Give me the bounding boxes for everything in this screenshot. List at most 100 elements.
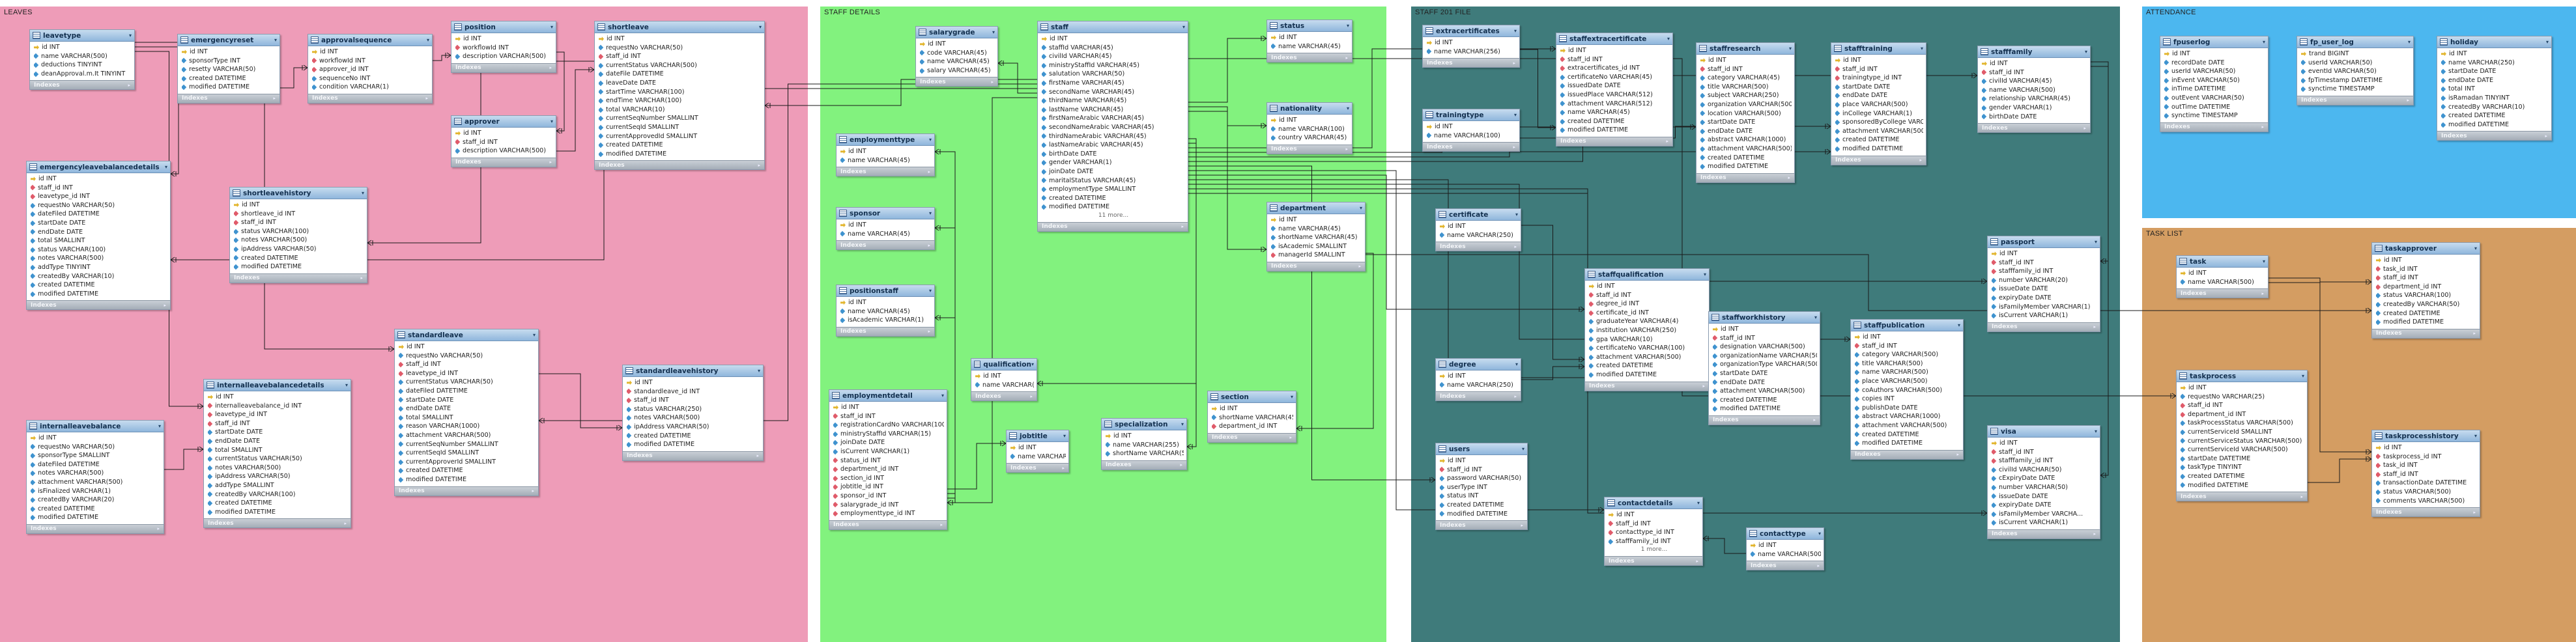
column-row[interactable]: created DATETIME	[1440, 501, 1524, 510]
column-row[interactable]: task_id INT	[2376, 265, 2477, 274]
table-header[interactable]: sponsor▾	[837, 208, 934, 219]
indexes-footer[interactable]: Indexes▸	[308, 93, 432, 103]
column-row[interactable]: created DATETIME	[1700, 154, 1792, 163]
column-row[interactable]: id INT	[1010, 443, 1066, 453]
table-header[interactable]: standardleave▾	[395, 329, 538, 341]
column-row[interactable]: relationship VARCHAR(45)	[1982, 94, 2087, 104]
chevron-down-icon[interactable]: ▾	[532, 332, 536, 338]
column-row[interactable]: name VARCHAR(500)	[1855, 368, 1960, 377]
column-row[interactable]: notes VARCHAR(500)	[234, 236, 364, 245]
chevron-right-icon[interactable]: ▸	[1817, 563, 1820, 568]
chevron-down-icon[interactable]: ▾	[1521, 446, 1524, 452]
chevron-right-icon[interactable]: ▸	[2473, 331, 2476, 337]
column-row[interactable]: modified DATETIME	[2441, 120, 2549, 130]
column-row[interactable]: addType TINYINT	[31, 263, 167, 272]
chevron-right-icon[interactable]: ▸	[2300, 494, 2303, 499]
chevron-down-icon[interactable]: ▾	[992, 29, 995, 35]
column-row[interactable]: contacttype_id INT	[1609, 528, 1700, 537]
column-row[interactable]: name VARCHAR(500)	[2181, 278, 2265, 287]
table-header[interactable]: internalleavebalancedetails▾	[204, 380, 351, 391]
column-row[interactable]: created DATETIME	[1713, 396, 1817, 405]
column-row[interactable]: requestNo VARCHAR(25)	[2181, 393, 2304, 402]
indexes-footer[interactable]: Indexes▸	[1038, 221, 1188, 231]
indexes-footer[interactable]: Indexes▸	[837, 240, 934, 250]
indexes-footer[interactable]: Indexes▸	[230, 273, 367, 283]
column-row[interactable]: name VARCHAR(45)	[840, 230, 932, 239]
column-row[interactable]: userId VARCHAR(50)	[2301, 59, 2411, 68]
column-row[interactable]: gender VARCHAR(1)	[1982, 104, 2087, 113]
column-row[interactable]: status VARCHAR(250)	[627, 405, 760, 414]
indexes-footer[interactable]: Indexes▸	[1423, 142, 1519, 152]
chevron-right-icon[interactable]: ▸	[2407, 98, 2409, 104]
column-row[interactable]: startDate DATE	[2441, 67, 2549, 76]
column-row[interactable]: modified DATETIME	[1855, 439, 1960, 448]
column-row[interactable]: category VARCHAR(45)	[1700, 74, 1792, 83]
column-row[interactable]: organization VARCHAR(500)	[1700, 100, 1792, 109]
column-row[interactable]: notes VARCHAR(500)	[627, 413, 760, 423]
column-row[interactable]: secondName VARCHAR(45)	[1042, 88, 1185, 97]
column-row[interactable]: id INT	[1440, 372, 1518, 381]
column-row[interactable]: department_id INT	[1212, 422, 1293, 431]
column-row[interactable]: organizationName VARCHAR(500)	[1713, 352, 1817, 361]
chevron-down-icon[interactable]: ▾	[1515, 361, 1518, 367]
chevron-right-icon[interactable]: ▸	[1181, 224, 1184, 230]
chevron-right-icon[interactable]: ▸	[549, 160, 552, 165]
column-row[interactable]: total SMALLINT	[208, 446, 348, 455]
column-row[interactable]: description VARCHAR(500)	[455, 52, 553, 61]
column-row[interactable]: id INT	[1609, 510, 1700, 520]
column-row[interactable]: notes VARCHAR(500)	[31, 469, 161, 478]
column-row[interactable]: taskProcessStatus VARCHAR(500)	[2181, 419, 2304, 428]
column-row[interactable]: place VARCHAR(500)	[1835, 100, 1923, 109]
column-row[interactable]: civilId VARCHAR(45)	[1042, 52, 1185, 61]
column-row[interactable]: salary VARCHAR(45)	[920, 66, 995, 76]
column-row[interactable]: civilId VARCHAR(45)	[1982, 77, 2087, 86]
chevron-down-icon[interactable]: ▾	[550, 119, 553, 124]
column-row[interactable]: currentApproverId SMALLINT	[399, 458, 536, 467]
chevron-down-icon[interactable]: ▾	[128, 33, 132, 38]
column-row[interactable]: shortName VARCHAR(45)	[1212, 413, 1293, 423]
chevron-down-icon[interactable]: ▾	[1513, 112, 1517, 118]
column-row[interactable]: staff_id INT	[208, 419, 348, 428]
chevron-down-icon[interactable]: ▾	[1359, 205, 1362, 211]
column-row[interactable]: id INT	[920, 40, 995, 49]
column-row[interactable]: endDate DATE	[399, 404, 536, 413]
column-row[interactable]: currentServiceId VARCHAR(500)	[2181, 445, 2304, 454]
column-row[interactable]: id INT	[1106, 432, 1184, 441]
column-row[interactable]: graduateYear VARCHAR(4)	[1589, 317, 1706, 326]
column-row[interactable]: attachment VARCHAR(500)	[399, 431, 536, 440]
indexes-footer[interactable]: Indexes▸	[451, 157, 556, 167]
column-row[interactable]: staff_id INT	[1609, 520, 1700, 529]
indexes-footer[interactable]: Indexes▸	[1978, 123, 2090, 133]
column-row[interactable]: id INT	[1855, 333, 1960, 342]
column-row[interactable]: inCollege VARCHAR(1)	[1835, 109, 1923, 119]
chevron-right-icon[interactable]: ▸	[1345, 147, 1348, 152]
table-header[interactable]: visa▾	[1988, 426, 2100, 438]
column-row[interactable]: isCurrent VARCHAR(1)	[1992, 518, 2097, 527]
column-row[interactable]: isCurrent VARCHAR(1)	[833, 447, 944, 456]
column-row[interactable]: stafffamily_id INT	[1992, 267, 2097, 276]
indexes-footer[interactable]: Indexes▸	[1102, 460, 1186, 469]
column-row[interactable]: deductions TINYINT	[34, 61, 132, 70]
column-row[interactable]: password VARCHAR(50)	[1440, 474, 1524, 483]
table-header[interactable]: certificate▾	[1436, 209, 1521, 221]
column-row[interactable]: issueDate DATE	[1992, 285, 2097, 294]
chevron-right-icon[interactable]: ▸	[1514, 393, 1517, 399]
column-row[interactable]: ministryStaffId VARCHAR(45)	[1042, 61, 1185, 70]
chevron-right-icon[interactable]: ▸	[756, 453, 759, 459]
column-row[interactable]: leavetype_id INT	[208, 410, 348, 419]
indexes-footer[interactable]: Indexes▸	[1208, 432, 1296, 442]
column-row[interactable]: standardleave_id INT	[627, 387, 760, 397]
chevron-down-icon[interactable]: ▾	[1515, 212, 1518, 217]
indexes-footer[interactable]: Indexes▸	[2177, 492, 2307, 501]
column-row[interactable]: issueDate DATE	[1992, 492, 2097, 501]
